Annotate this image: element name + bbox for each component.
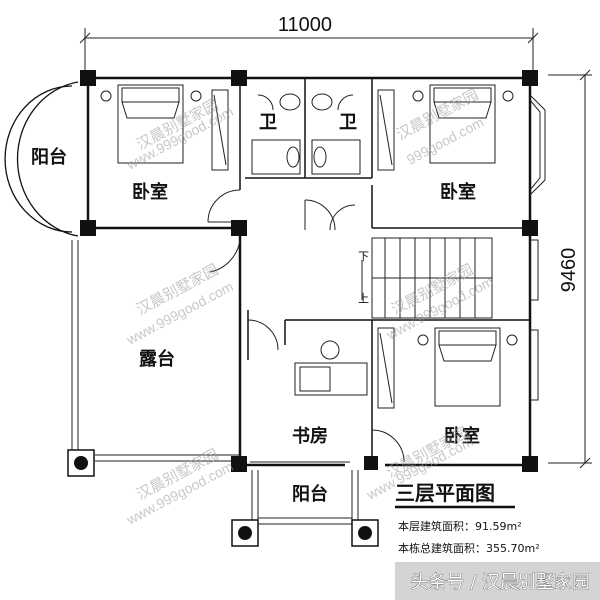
footer-text: 头条号 / 汉晨别墅家园 [410, 572, 590, 593]
terrace-label: 露台 [139, 348, 175, 370]
floor-area-note: 本层建筑面积：91.59m² [398, 519, 522, 533]
doors [207, 189, 405, 463]
west-balcony-outline [4, 81, 79, 237]
footer-credit: 头条号 / 汉晨别墅家园 [395, 562, 600, 600]
structural-columns [80, 70, 538, 472]
stair-up-label: 上 [358, 292, 369, 305]
east-bay-window [529, 94, 546, 196]
stair-down-label: 下 [358, 250, 369, 263]
bath-fixtures [251, 93, 361, 175]
bed-nw-icon [100, 84, 202, 164]
balcony-south-label: 阳台 [292, 483, 328, 505]
dimension-depth-label: 9460 [558, 248, 580, 293]
dimension-width-label: 11000 [278, 14, 332, 36]
wardrobes [211, 89, 395, 409]
stair-icon [361, 237, 493, 319]
terrace-railing [71, 240, 240, 462]
dimension-right [548, 69, 592, 469]
bedroom-ne-label: 卧室 [440, 181, 476, 203]
bedroom-se-label: 卧室 [444, 425, 480, 447]
bedroom-nw-label: 卧室 [132, 181, 168, 203]
south-balcony-outline [251, 470, 359, 525]
plan-title: 三层平面图 [395, 481, 495, 505]
bed-se-icon [417, 327, 518, 407]
balcony-west-label: 阳台 [31, 146, 67, 168]
bed-ne-icon [412, 84, 514, 164]
bath-left-label: 卫 [259, 112, 277, 133]
bath-right-label: 卫 [339, 112, 357, 133]
study-desk-icon [294, 340, 368, 396]
windows [529, 239, 539, 401]
balcony-posts [67, 449, 379, 547]
study-label: 书房 [292, 425, 328, 447]
total-area-note: 本栋总建筑面积：355.70m² [398, 541, 540, 555]
dimension-top [79, 28, 539, 70]
interior-walls [239, 78, 530, 465]
